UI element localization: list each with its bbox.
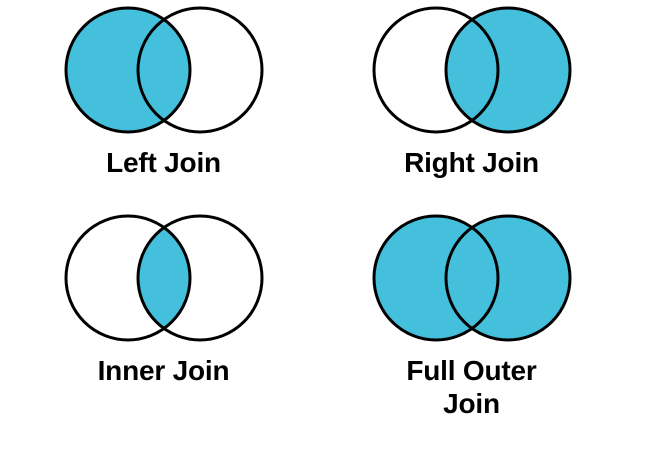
join-label-inner-join: Inner Join (97, 355, 230, 386)
join-cell-right-join: Right Join (308, 0, 635, 237)
venn-diagram-inner-join (59, 208, 269, 348)
venn-svg-full-outer-join (372, 214, 571, 342)
venn-region-intersection (137, 216, 190, 340)
venn-circle-left-outline (372, 214, 499, 342)
venn-circle-right-outline (444, 214, 571, 342)
venn-svg-right-join (372, 6, 571, 134)
join-cell-full-outer-join: Full Outer Join (308, 208, 635, 445)
venn-svg-left-join (64, 6, 263, 134)
venn-diagram-right-join (367, 0, 577, 140)
venn-svg-inner-join (64, 214, 263, 342)
venn-circle-right-outline (136, 6, 263, 134)
join-cell-left-join: Left Join (0, 0, 327, 237)
venn-diagram-left-join (59, 0, 269, 140)
join-label-left-join: Left Join (106, 147, 221, 178)
venn-region-intersection (445, 8, 498, 132)
venn-region-intersection (137, 8, 190, 132)
venn-circle-left-outline (372, 6, 499, 134)
venn-circle-right-outline (136, 214, 263, 342)
join-label-right-join: Right Join (404, 147, 539, 178)
join-label-full-outer-join: Full Outer Join (406, 355, 537, 420)
venn-region-right-only (445, 216, 570, 340)
venn-diagram-full-outer-join (367, 208, 577, 348)
venn-circle-left-outline (64, 6, 191, 134)
venn-circle-right-outline (444, 6, 571, 134)
venn-circle-left-outline (64, 214, 191, 342)
join-cell-inner-join: Inner Join (0, 208, 327, 445)
